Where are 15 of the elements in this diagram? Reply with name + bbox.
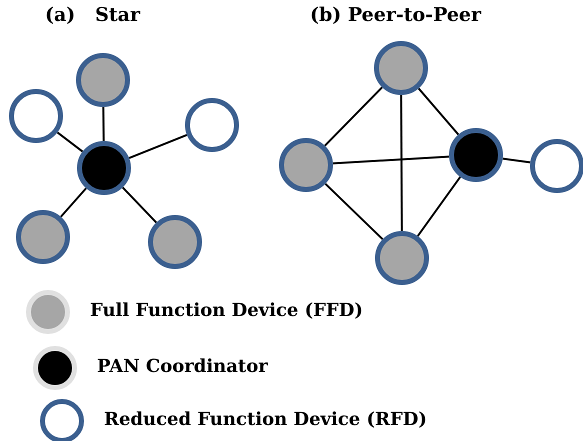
panel-title: (b) Peer-to-Peer — [310, 6, 482, 25]
connector-line — [60, 188, 87, 218]
connector-line — [502, 158, 530, 164]
connector-line — [56, 132, 84, 152]
connector-line — [400, 95, 403, 231]
connector-line — [102, 106, 105, 142]
legend-text: Full Function Device (FFD) — [90, 302, 363, 320]
legend-text: PAN Coordinator — [97, 358, 268, 376]
connector-line — [324, 183, 384, 240]
legend-text: Reduced Function Device (RFD) — [104, 411, 427, 429]
panel-title: (a) Star — [45, 6, 140, 25]
connector-line — [324, 86, 383, 146]
connector-line — [418, 88, 460, 136]
connector-line — [122, 186, 158, 224]
connector-line — [332, 156, 450, 164]
